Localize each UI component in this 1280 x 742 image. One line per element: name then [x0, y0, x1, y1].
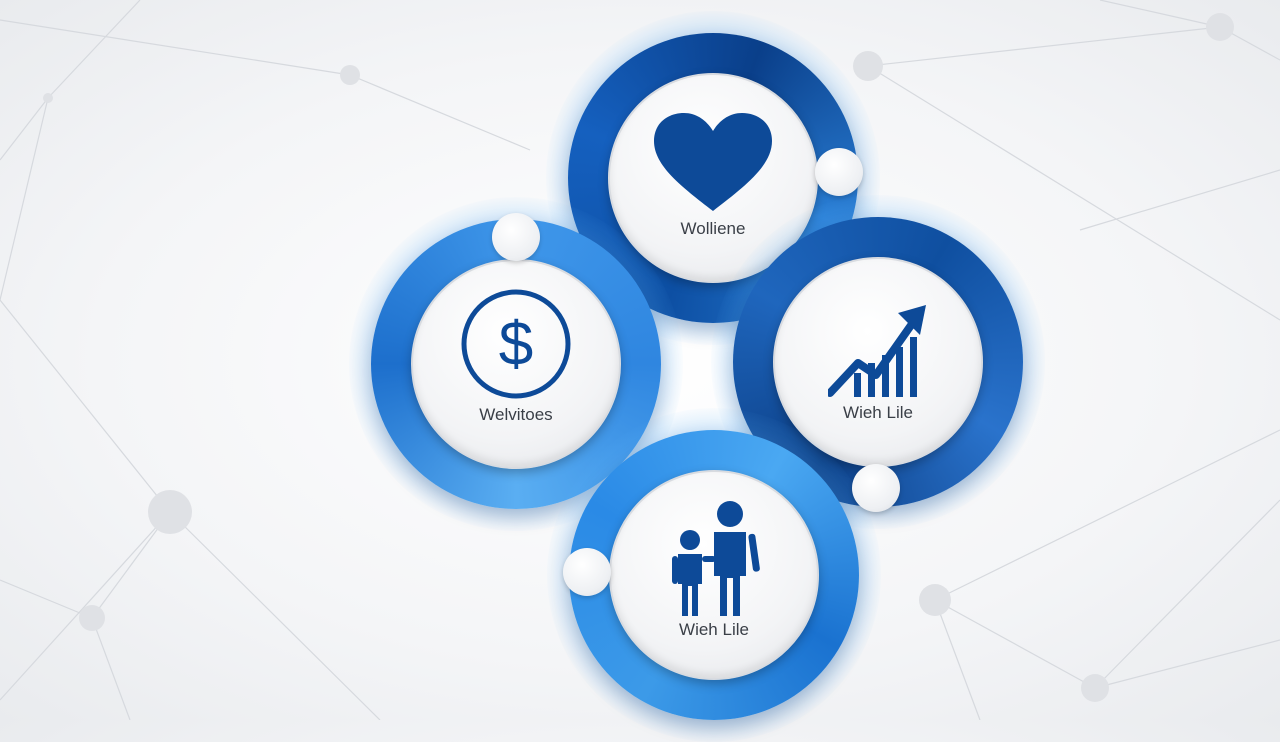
- svg-text:$: $: [499, 310, 533, 379]
- connector-knob: [815, 148, 863, 196]
- node-face: Wolliene: [608, 73, 818, 283]
- family-icon: [672, 501, 760, 616]
- network-background: [0, 0, 1280, 720]
- node-family[interactable]: Wieh Lile: [547, 408, 881, 742]
- connector-knob: [563, 548, 611, 596]
- node-face: $ Welvitoes: [411, 259, 621, 469]
- node-label: Wieh Lile: [679, 620, 749, 639]
- connector-knob: [852, 464, 900, 512]
- growth-chart-icon: [828, 305, 926, 397]
- node-face: Wieh Lile: [609, 470, 819, 680]
- connector-knob: [492, 213, 540, 261]
- node-label: Wieh Lile: [843, 403, 913, 422]
- heart-icon: [654, 113, 772, 211]
- node-label: Welvitoes: [479, 405, 553, 424]
- node-face: Wieh Lile: [773, 257, 983, 467]
- dollar-icon: $: [461, 289, 571, 399]
- node-label: Wolliene: [680, 219, 746, 238]
